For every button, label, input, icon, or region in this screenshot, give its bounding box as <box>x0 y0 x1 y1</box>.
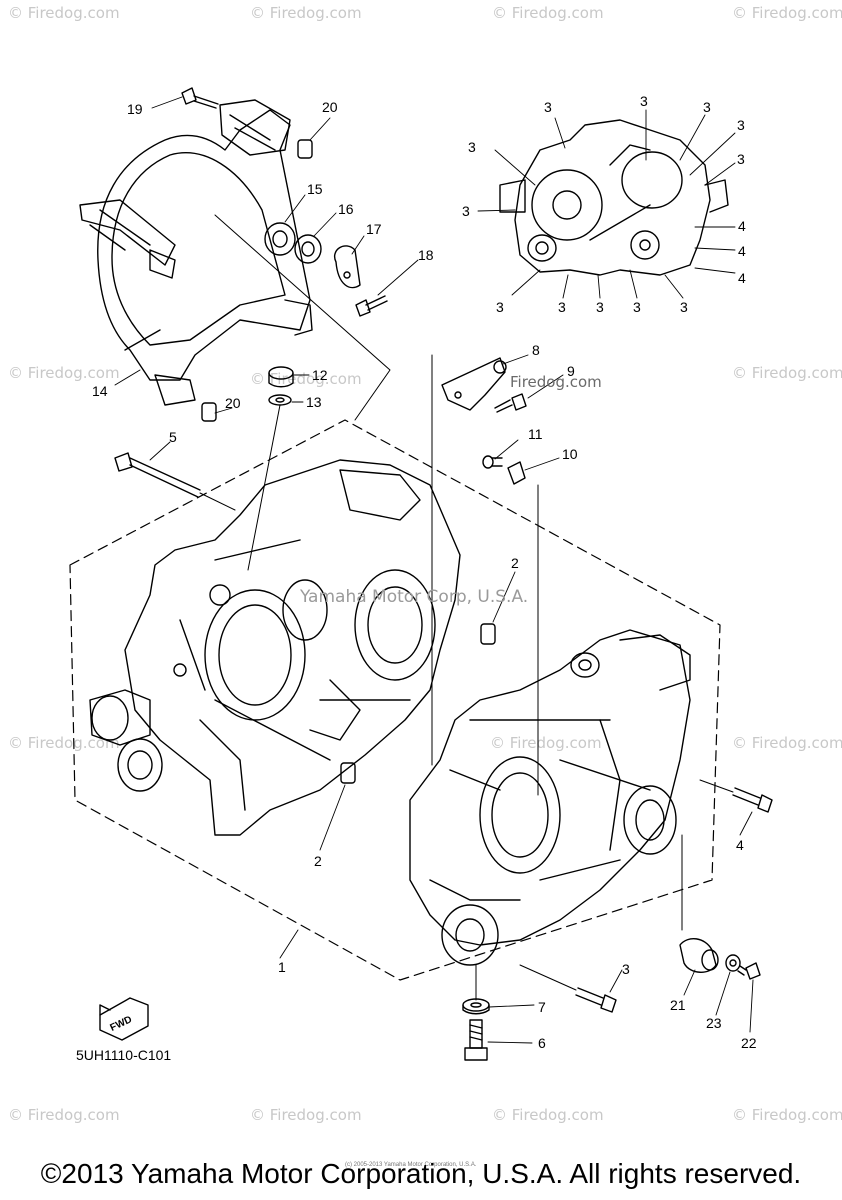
leader-lines-top <box>477 109 736 299</box>
callout-3: 3 <box>737 151 745 167</box>
callout-3: 3 <box>737 117 745 133</box>
callout-9: 9 <box>567 363 575 379</box>
watermark-firedog: © Firedog.com <box>492 4 604 22</box>
callout-3: 3 <box>680 299 688 315</box>
bracket-8 <box>441 357 507 411</box>
callout-3: 3 <box>496 299 504 315</box>
watermark-firedog: © Firedog.com <box>250 1106 362 1124</box>
callout-4: 4 <box>738 243 746 259</box>
assembly-boundary-dashed <box>69 419 721 981</box>
watermark-firedog: © Firedog.com <box>732 1106 842 1124</box>
fwd-arrow-icon <box>99 997 149 1041</box>
callout-3: 3 <box>622 961 630 977</box>
callout-11: 11 <box>528 426 543 442</box>
callout-3: 3 <box>462 203 470 219</box>
bolt-19 <box>181 87 219 109</box>
oil-seal-16 <box>294 234 322 264</box>
dowel-pin-2 <box>340 762 356 784</box>
callout-2: 2 <box>314 853 322 869</box>
callout-3: 3 <box>703 99 711 115</box>
watermark-firedog-overlay: Firedog.com <box>510 373 602 391</box>
washer-7 <box>462 998 490 1015</box>
callout-3: 3 <box>640 93 648 109</box>
callout-19: 19 <box>127 101 143 117</box>
callout-22: 22 <box>741 1035 757 1051</box>
dowel-pin-2 <box>480 623 496 645</box>
crankcase-cover-14 <box>79 99 313 406</box>
plug-12 <box>268 366 294 388</box>
callout-2: 2 <box>511 555 519 571</box>
bearing-15 <box>264 222 296 256</box>
callout-17: 17 <box>366 221 382 237</box>
callout-7: 7 <box>538 999 546 1015</box>
washer-23 <box>725 954 741 972</box>
watermark-firedog: © Firedog.com <box>732 364 842 382</box>
callout-18: 18 <box>418 247 434 263</box>
watermark-copyright: Yamaha Motor Corp, U.S.A. <box>300 587 529 607</box>
diagram-code: 5UH1110-C101 <box>76 1047 171 1063</box>
bracket-10 <box>507 461 526 485</box>
callout-3: 3 <box>468 139 476 155</box>
callout-3: 3 <box>558 299 566 315</box>
bolt-11 <box>482 455 503 469</box>
plate-17 <box>333 245 361 289</box>
crankcase-top-view <box>499 119 729 276</box>
watermark-firedog: © Firedog.com <box>250 370 362 388</box>
watermark-firedog: © Firedog.com <box>8 1106 120 1124</box>
watermark-firedog: © Firedog.com <box>490 734 602 752</box>
watermark-firedog: © Firedog.com <box>250 4 362 22</box>
watermark-firedog: © Firedog.com <box>8 364 120 382</box>
callout-4: 4 <box>736 837 744 853</box>
callout-14: 14 <box>92 383 108 399</box>
bolt-5 <box>114 452 236 511</box>
callout-12: 12 <box>312 367 328 383</box>
callout-15: 15 <box>307 181 323 197</box>
watermark-firedog: © Firedog.com <box>8 4 120 22</box>
bolt-4 <box>699 779 773 813</box>
leader-lines <box>114 96 754 1044</box>
callout-3: 3 <box>544 99 552 115</box>
callout-1: 1 <box>278 959 286 975</box>
callout-16: 16 <box>338 201 354 217</box>
oil-seal-21 <box>679 938 719 973</box>
callout-21: 21 <box>670 997 686 1013</box>
watermark-firedog: © Firedog.com <box>8 734 120 752</box>
bolt-9 <box>494 393 527 413</box>
footer-small-print: (c) 2005-2013 Yamaha Motor Corporation, … <box>345 1162 477 1168</box>
bolt-6 <box>464 1019 488 1061</box>
watermark-firedog: © Firedog.com <box>492 1106 604 1124</box>
callout-20: 20 <box>322 99 338 115</box>
callout-3: 3 <box>596 299 604 315</box>
bolt-3 <box>519 964 617 1013</box>
watermark-firedog: © Firedog.com <box>732 734 842 752</box>
callout-8: 8 <box>532 342 540 358</box>
callout-3: 3 <box>633 299 641 315</box>
callout-4: 4 <box>738 270 746 286</box>
washer-13 <box>268 394 292 406</box>
bolt-18 <box>355 295 388 317</box>
footer-copyright: ©2013 Yamaha Motor Corporation, U.S.A. A… <box>40 1158 802 1189</box>
fwd-label: FWD <box>109 1014 134 1034</box>
watermark-firedog: © Firedog.com <box>732 4 842 22</box>
callout-23: 23 <box>706 1015 722 1031</box>
crankcase-left <box>89 459 461 836</box>
callout-4: 4 <box>738 218 746 234</box>
callout-20: 20 <box>225 395 241 411</box>
callout-10: 10 <box>562 446 578 462</box>
dowel-pin-20 <box>201 402 217 422</box>
crankcase-right <box>409 629 691 966</box>
bolt-22 <box>737 962 761 980</box>
callout-13: 13 <box>306 394 322 410</box>
callout-6: 6 <box>538 1035 546 1051</box>
dowel-pin-20 <box>297 139 313 159</box>
upper-boundary-line <box>214 214 391 421</box>
callout-5: 5 <box>169 429 177 445</box>
